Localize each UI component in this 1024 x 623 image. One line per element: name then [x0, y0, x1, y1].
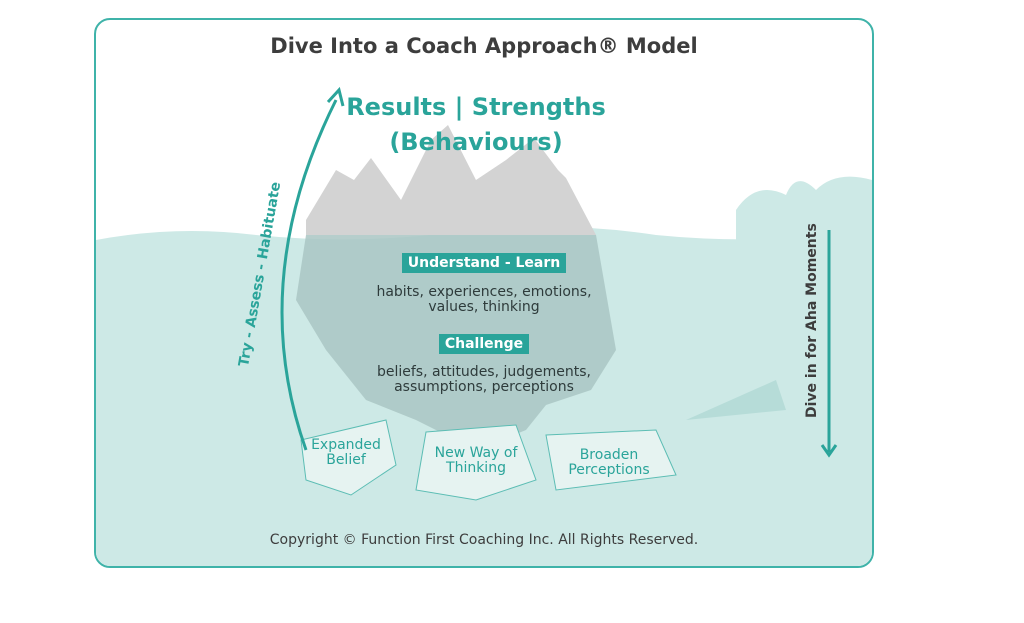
results-line1: Results | Strengths: [346, 93, 606, 121]
chunk-label: New Way of: [434, 445, 518, 461]
copyright: Copyright © Function First Coaching Inc.…: [269, 532, 699, 548]
chunk-shape-1: [300, 419, 397, 496]
splash: [736, 176, 872, 240]
chunk-expanded-belief: Expanded Belief: [301, 438, 391, 468]
chunk-label: Belief: [326, 452, 366, 468]
chunk-shape-3: [545, 429, 677, 491]
chunk-shape-2: [415, 424, 537, 501]
chunk-new-way: New Way of Thinking: [426, 446, 526, 476]
challenge-text2: assumptions, perceptions: [394, 379, 574, 395]
left-curved-arrow: [280, 99, 338, 451]
chunk-label: Perceptions: [568, 462, 650, 478]
left-arrowhead: [326, 86, 345, 107]
chunk-label: Expanded: [311, 437, 381, 453]
iceberg-illustration: [96, 86, 872, 566]
challenge-badge: Challenge: [438, 334, 530, 354]
right-arrowhead: [820, 444, 838, 458]
diagram-title: Dive Into a Coach Approach® Model: [270, 34, 698, 58]
diagram-frame: Dive Into a Coach Approach® Model Result…: [94, 18, 874, 568]
understand-text1: habits, experiences, emotions,: [376, 284, 592, 300]
right-arrow-label: Dive in for Aha Moments: [804, 223, 820, 418]
iceberg-top: [306, 125, 596, 235]
understand-badge: Understand - Learn: [401, 253, 567, 273]
challenge-text1: beliefs, attitudes, judgements,: [376, 364, 592, 380]
wave-shadow: [686, 380, 786, 420]
chunk-label: Thinking: [446, 460, 506, 476]
chunk-label: Broaden: [579, 447, 639, 463]
results-line2: (Behaviours): [389, 128, 563, 156]
chunk-broaden: Broaden Perceptions: [554, 448, 664, 478]
understand-text2: values, thinking: [428, 299, 540, 315]
results-heading: Results | Strengths (Behaviours): [326, 90, 626, 160]
